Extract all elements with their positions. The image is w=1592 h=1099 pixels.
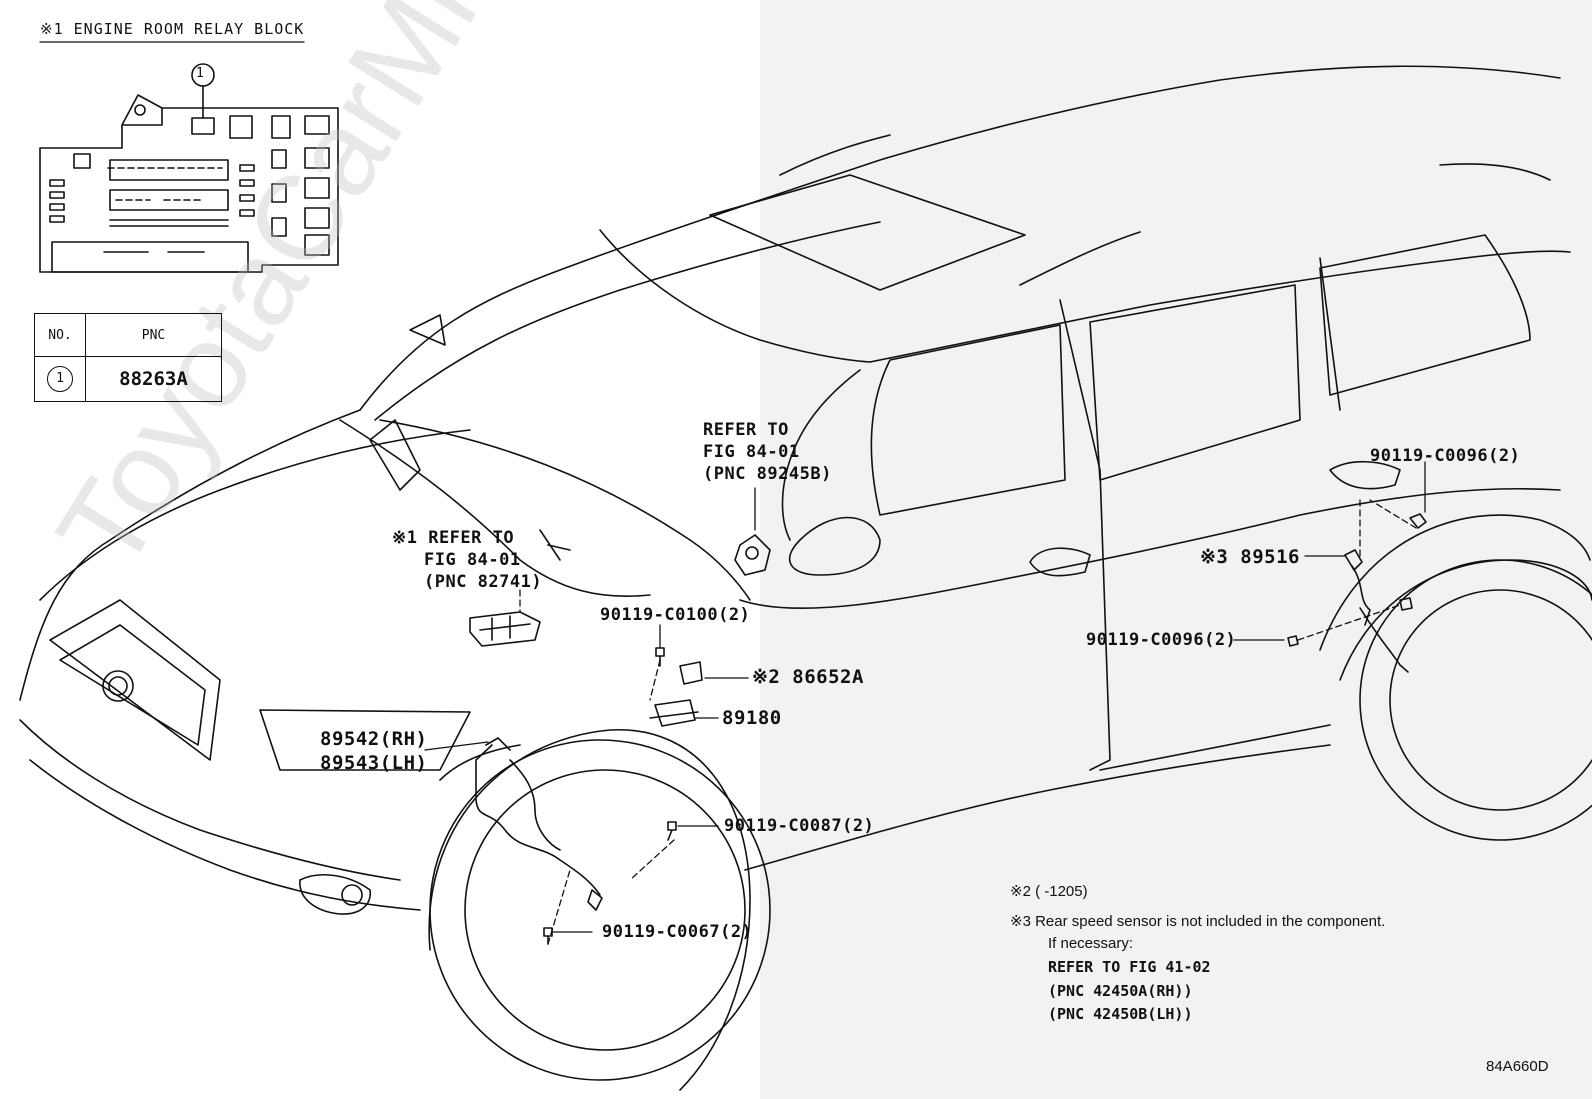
figure-code: 84A660D bbox=[1486, 1058, 1549, 1075]
part-label-89543-lh: 89543(LH) bbox=[320, 752, 428, 774]
part-label-86652a: ※2 86652A bbox=[752, 666, 864, 688]
part-label-89542-rh: 89542(RH) bbox=[320, 728, 428, 750]
refer-82741-line3: (PNC 82741) bbox=[424, 572, 543, 592]
note-3-line3: REFER TO FIG 41-02 bbox=[1048, 958, 1211, 976]
pnc-table-header-pnc: PNC bbox=[85, 312, 222, 358]
pnc-table-header-no: NO. bbox=[34, 312, 86, 358]
refer-82741-line2: FIG 84-01 bbox=[424, 550, 521, 570]
note-2: ※2 ( -1205) bbox=[1010, 883, 1088, 900]
refer-89245b-line3: (PNC 89245B) bbox=[703, 464, 832, 484]
refer-89245b-line1: REFER TO bbox=[703, 420, 789, 440]
note-3-line4: (PNC 42450A(RH)) bbox=[1048, 982, 1193, 1000]
pnc-table: NO. PNC 1 88263A bbox=[34, 312, 222, 402]
part-label-90119-c0096-mid: 90119-C0096(2) bbox=[1086, 630, 1237, 650]
refer-89245b-line2: FIG 84-01 bbox=[703, 442, 800, 462]
relay-block-title: ※1 ENGINE ROOM RELAY BLOCK bbox=[40, 20, 305, 38]
leader-lines bbox=[39, 41, 1426, 945]
parts-drawing bbox=[469, 513, 1427, 945]
part-label-90119-c0100: 90119-C0100(2) bbox=[600, 605, 751, 625]
note-3-line5: (PNC 42450B(LH)) bbox=[1048, 1005, 1193, 1023]
part-label-90119-c0067: 90119-C0067(2) bbox=[602, 922, 753, 942]
part-label-89180: 89180 bbox=[722, 707, 782, 729]
refer-82741-line1: ※1 REFER TO bbox=[392, 528, 515, 548]
part-label-89516: ※3 89516 bbox=[1200, 546, 1300, 568]
shaded-background bbox=[760, 0, 1592, 1099]
note-3-line2: If necessary: bbox=[1048, 935, 1134, 952]
car-body-drawing bbox=[19, 65, 1592, 1091]
part-label-90119-c0087: 90119-C0087(2) bbox=[724, 816, 875, 836]
relay-block-marker: 1 bbox=[196, 66, 204, 81]
note-3-line1: ※3 Rear speed sensor is not included in … bbox=[1010, 913, 1386, 930]
part-label-90119-c0096-top: 90119-C0096(2) bbox=[1370, 446, 1521, 466]
pnc-table-row-no: 1 bbox=[34, 356, 86, 402]
pnc-table-row-pnc: 88263A bbox=[85, 356, 222, 402]
relay-block-drawing bbox=[39, 63, 339, 273]
pnc-table-row-marker: 1 bbox=[47, 366, 73, 393]
